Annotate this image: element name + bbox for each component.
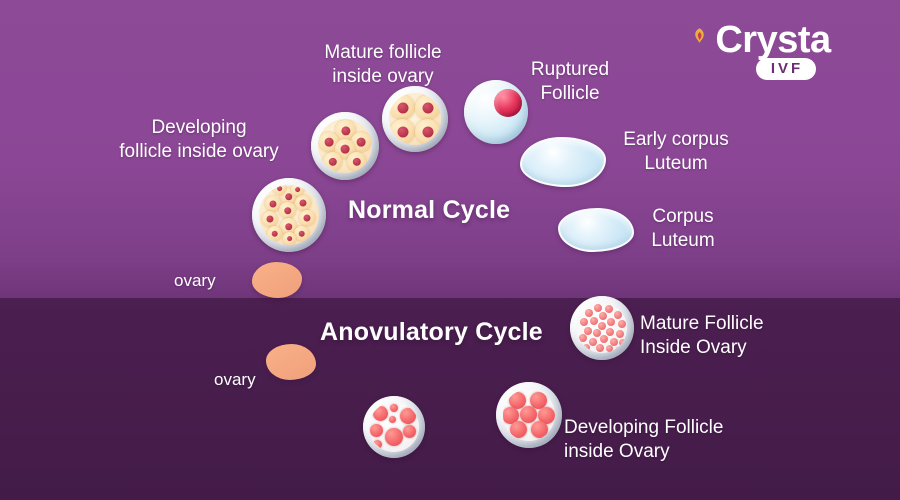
follicle-cell	[589, 338, 597, 346]
follicle-cell	[520, 406, 537, 423]
follicle-cell	[615, 347, 622, 353]
follicle-cell	[347, 152, 366, 171]
follicle-cell	[373, 406, 388, 421]
brand-name: Crysta	[715, 19, 831, 61]
follicle-cell	[598, 322, 606, 330]
follicle-cell	[618, 320, 626, 328]
mid-follicle-graphic	[311, 112, 379, 180]
early-corpus-luteum-graphic	[520, 137, 606, 187]
follicle-interior	[389, 93, 441, 145]
anovulatory-small-follicle-graphic	[363, 396, 425, 458]
follicle-cell	[403, 425, 416, 438]
follicle-cell	[373, 440, 382, 449]
label-mature-follicle: Mature follicle inside ovary	[324, 42, 442, 87]
follicle-cell	[599, 312, 607, 320]
follicle-cell	[283, 232, 296, 245]
follicle-interior	[503, 389, 555, 441]
follicle-cell	[389, 416, 396, 423]
anovulatory-cycle-background	[0, 298, 900, 500]
brand-badge: IVF	[755, 58, 817, 80]
follicle-cell	[291, 185, 304, 196]
developing-follicle-graphic	[252, 178, 326, 252]
follicle-cell	[605, 305, 613, 313]
normal-cycle-background	[0, 0, 900, 298]
follicle-cell	[503, 407, 519, 424]
follicle-interior	[369, 402, 419, 452]
follicle-cell	[279, 202, 296, 219]
follicle-cell	[619, 339, 626, 346]
follicle-cell	[385, 428, 403, 446]
follicle-cell	[610, 338, 618, 346]
ovary-shape-normal	[252, 262, 302, 298]
normal-cycle-title: Normal Cycle	[348, 196, 511, 224]
follicle-cell	[262, 211, 278, 227]
ovary-shape-anovulatory	[266, 344, 316, 380]
follicle-cell	[319, 132, 339, 152]
label-developing-follicle: Developing follicle inside ovary	[119, 117, 279, 162]
follicle-cell	[265, 196, 281, 212]
follicle-cell	[590, 317, 598, 325]
label-corpus-luteum: Corpus Luteum	[651, 206, 715, 251]
follicle-cell	[607, 318, 615, 326]
ovum-graphic	[494, 89, 522, 117]
follicle-cell	[370, 424, 383, 437]
follicle-cell	[390, 119, 415, 144]
label-early-corpus-luteum: Early corpus Luteum	[623, 129, 729, 174]
label-mature-follicle-inside-ovary: Mature Follicle Inside Ovary	[640, 313, 764, 358]
follicle-cell	[335, 120, 356, 141]
follicle-cell	[267, 226, 282, 241]
follicle-cell	[299, 210, 315, 226]
follicle-interior	[259, 185, 319, 245]
follicle-cell	[510, 421, 527, 438]
corpus-luteum-graphic	[558, 208, 634, 252]
follicle-cell	[400, 408, 416, 424]
follicle-cell	[415, 95, 440, 120]
follicle-cell	[531, 421, 548, 438]
follicle-cell	[606, 328, 614, 336]
follicle-cell	[295, 195, 311, 211]
follicle-cell	[509, 392, 526, 409]
flame-in-circle-icon	[695, 28, 704, 43]
follicle-cell	[280, 218, 297, 235]
anovulatory-developing-follicle-graphic	[496, 382, 562, 448]
follicle-cell	[538, 407, 555, 424]
follicle-cell	[585, 309, 593, 317]
follicle-cell	[606, 345, 613, 352]
follicle-cell	[323, 152, 342, 171]
follicle-cell	[273, 185, 286, 195]
follicle-cell	[294, 226, 309, 241]
follicle-cell	[580, 318, 588, 326]
follicle-cell	[579, 334, 587, 342]
follicle-interior	[577, 303, 627, 353]
follicle-cell	[593, 329, 601, 337]
follicle-cell	[600, 335, 608, 343]
follicle-cell	[616, 330, 624, 338]
brand-logo[interactable]: Crysta IVF	[688, 20, 858, 80]
follicle-cell	[351, 132, 371, 152]
follicle-cell	[390, 404, 398, 412]
anovulatory-cycle-title: Anovulatory Cycle	[320, 318, 543, 346]
follicle-cell	[530, 392, 547, 409]
anovulatory-mature-follicle-graphic	[570, 296, 634, 360]
follicle-cell	[594, 304, 602, 312]
ruptured-follicle-graphic	[464, 80, 528, 144]
label-ruptured-follicle: Ruptured Follicle	[530, 59, 610, 104]
follicle-cell	[583, 344, 590, 351]
follicle-interior	[318, 119, 372, 173]
label-developing-follicle-inside-ovary: Developing Follicle inside Ovary	[564, 417, 724, 462]
mature-follicle-graphic	[382, 86, 448, 152]
follicle-cell	[614, 311, 622, 319]
label-ovary-anovulatory: ovary	[214, 370, 256, 389]
follicle-cell	[415, 119, 440, 144]
follicle-cell	[390, 95, 415, 120]
follicle-cell	[584, 327, 592, 335]
label-ovary-normal: ovary	[174, 271, 216, 290]
follicle-cell	[596, 344, 604, 352]
